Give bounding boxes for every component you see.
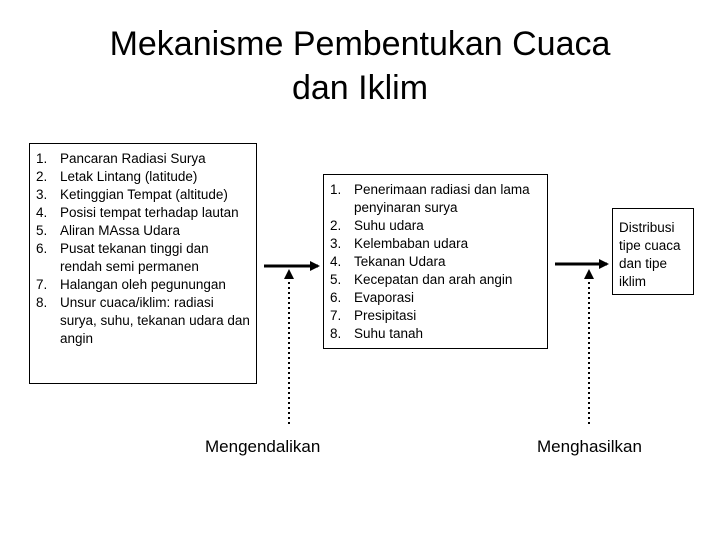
caption-controls: Mengendalikan <box>205 437 321 456</box>
list-item-number: 1. <box>330 182 342 197</box>
list-item-number: 4. <box>330 254 342 269</box>
list-item-text: Evaporasi <box>354 290 415 305</box>
page-title: Mekanisme Pembentukan Cuaca dan Iklim <box>0 22 720 110</box>
list-item-text: Ketinggian Tempat (altitude) <box>60 187 228 202</box>
list-item-number: 7. <box>36 277 48 292</box>
result-box: Distribusi tipe cuaca dan tipe iklim <box>612 208 694 295</box>
list-item-text: Kecepatan dan arah angin <box>354 272 513 287</box>
list-item-text: Aliran MAssa Udara <box>60 223 181 238</box>
list-item: 8. Suhu tanah <box>324 325 543 343</box>
list-item-number: 6. <box>330 290 342 305</box>
list-item: 2. Letak Lintang (latitude) <box>30 168 252 186</box>
list-item: 1. Penerimaan radiasi dan lama penyinaran… <box>324 181 543 217</box>
list-item: 7. Halangan oleh pegunungan <box>30 276 252 294</box>
list-item-number: 8. <box>330 326 342 341</box>
list-item-text: Suhu udara <box>354 218 424 233</box>
list-item-number: 1. <box>36 151 48 166</box>
list-item-text: Unsur cuaca/iklim: radiasi surya, suhu, … <box>60 295 250 346</box>
list-item: 1. Pancaran Radiasi Surya <box>30 150 252 168</box>
list-item-text: Presipitasi <box>354 308 417 323</box>
list-item-number: 8. <box>36 295 48 310</box>
list-item-text: Posisi tempat terhadap lautan <box>60 205 239 220</box>
list-item-text: Penerimaan radiasi dan lama penyinaran s… <box>354 182 530 215</box>
list-item-number: 2. <box>330 218 342 233</box>
caption-produces: Menghasilkan <box>537 437 642 456</box>
list-item: 5. Aliran MAssa Udara <box>30 222 252 240</box>
list-item-number: 5. <box>36 223 48 238</box>
list-item-number: 6. <box>36 241 48 256</box>
list-item-text: Letak Lintang (latitude) <box>60 169 198 184</box>
list-item-text: Tekanan Udara <box>354 254 446 269</box>
list-item: 8. Unsur cuaca/iklim: radiasi surya, suhu… <box>30 294 252 348</box>
controlling-factors-list: 1. Pancaran Radiasi Surya 2. Letak Lintang… <box>30 150 252 348</box>
title-line-2: dan Iklim <box>291 69 429 107</box>
weather-elements-list: 1. Penerimaan radiasi dan lama penyinaran… <box>324 181 543 343</box>
list-item-number: 7. <box>330 308 342 323</box>
list-item-number: 2. <box>36 169 48 184</box>
list-item: 6. Evaporasi <box>324 289 543 307</box>
list-item: 2. Suhu udara <box>324 217 543 235</box>
list-item-text: Suhu tanah <box>354 326 424 341</box>
list-item-text: Pusat tekanan tinggi dan rendah semi per… <box>60 241 209 274</box>
list-item: 5. Kecepatan dan arah angin <box>324 271 543 289</box>
list-item-text: Kelembaban udara <box>354 236 469 251</box>
list-item-text: Pancaran Radiasi Surya <box>60 151 206 166</box>
result-text: Distribusi tipe cuaca dan tipe iklim <box>619 220 681 289</box>
list-item: 3. Ketinggian Tempat (altitude) <box>30 186 252 204</box>
list-item: 3. Kelembaban udara <box>324 235 543 253</box>
weather-elements-box: 1. Penerimaan radiasi dan lama penyinaran… <box>323 174 548 349</box>
list-item-number: 3. <box>330 236 342 251</box>
list-item: 4. Posisi tempat terhadap lautan <box>30 204 252 222</box>
list-item-number: 4. <box>36 205 48 220</box>
list-item-number: 5. <box>330 272 342 287</box>
list-item: 4. Tekanan Udara <box>324 253 543 271</box>
title-line-1: Mekanisme Pembentukan Cuaca <box>109 25 611 63</box>
list-item-text: Halangan oleh pegunungan <box>60 277 226 292</box>
controlling-factors-box: 1. Pancaran Radiasi Surya 2. Letak Lintang… <box>29 143 257 384</box>
list-item: 6. Pusat tekanan tinggi dan rendah semi p… <box>30 240 252 276</box>
list-item: 7. Presipitasi <box>324 307 543 325</box>
list-item-number: 3. <box>36 187 48 202</box>
